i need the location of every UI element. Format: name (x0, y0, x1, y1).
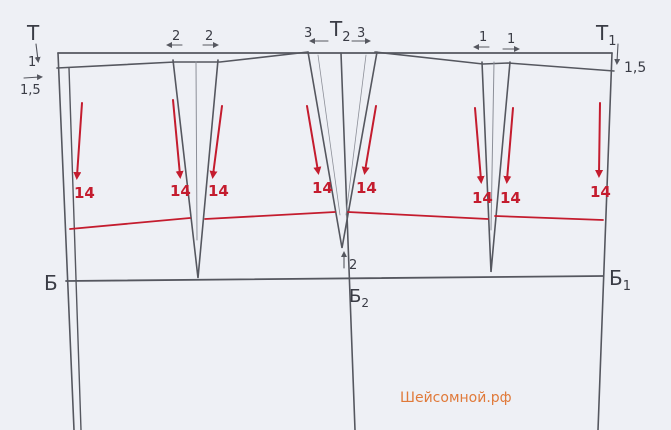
offset-front-dart-right: 1 (507, 32, 515, 47)
red-arrow-8 (595, 102, 604, 178)
waist-curve-right (374, 51, 615, 72)
label-b1: Б1 (609, 266, 631, 294)
red-line-1 (69, 217, 191, 230)
drop-arrow-right (614, 43, 621, 65)
label-t1: Т1 (595, 21, 617, 49)
measure-14-5: 14 (356, 179, 377, 197)
red-arrow-2 (172, 99, 184, 179)
measure-14-1: 14 (74, 184, 95, 202)
measure-14-7: 14 (500, 189, 521, 207)
center-dart-guide-l (317, 54, 341, 216)
red-line-3 (347, 211, 489, 220)
front-dart-axis (490, 61, 495, 231)
offset-center-left: 3 (304, 26, 312, 41)
red-arrow-5 (361, 105, 377, 175)
measure-14-6: 14 (472, 189, 493, 207)
offset-back-dart-right: 2 (205, 29, 213, 44)
measure-14-8: 14 (590, 183, 611, 201)
center-dart-guide-r (345, 54, 367, 216)
in-arrow-left (23, 74, 43, 81)
offset-front-dart-left: 1 (479, 30, 487, 45)
label-t2: Т2 (329, 17, 351, 45)
red-arrow-7 (503, 107, 514, 184)
label-b2: Б2 (349, 286, 369, 310)
red-line-4 (494, 215, 604, 221)
measure-14-2: 14 (170, 182, 191, 200)
offset-back-dart-left: 2 (172, 29, 180, 44)
right-line-t1-b1 (597, 52, 613, 430)
offset-right-drop: 1,5 (624, 60, 646, 76)
label-t: Т (26, 21, 40, 45)
watermark: Шейсомной.рф (400, 390, 512, 406)
offset-center-right: 3 (357, 26, 365, 41)
hip-line-b-b1 (65, 275, 604, 282)
offset-left-in: 1,5 (20, 83, 41, 98)
left-inner-line (68, 67, 82, 430)
drop-arrow-left (34, 43, 41, 63)
red-arrow-6 (474, 107, 485, 184)
offset-center-low: 2 (349, 258, 357, 273)
red-arrow-4 (306, 105, 322, 175)
left-line-t-b (57, 52, 75, 430)
offset-left-drop: 1 (28, 55, 36, 70)
measure-14-3: 14 (208, 182, 229, 200)
center-dart (307, 51, 378, 249)
waist-curve-left (56, 51, 309, 69)
red-arrow-1 (73, 102, 83, 180)
back-dart (172, 59, 219, 279)
front-dart (481, 61, 511, 273)
label-b: Б (44, 271, 58, 295)
measure-14-4: 14 (312, 179, 333, 197)
red-line-2 (204, 211, 336, 220)
back-dart-axis (195, 61, 198, 241)
red-arrow-3 (209, 105, 223, 179)
center-line-t2-b2 (340, 52, 356, 430)
